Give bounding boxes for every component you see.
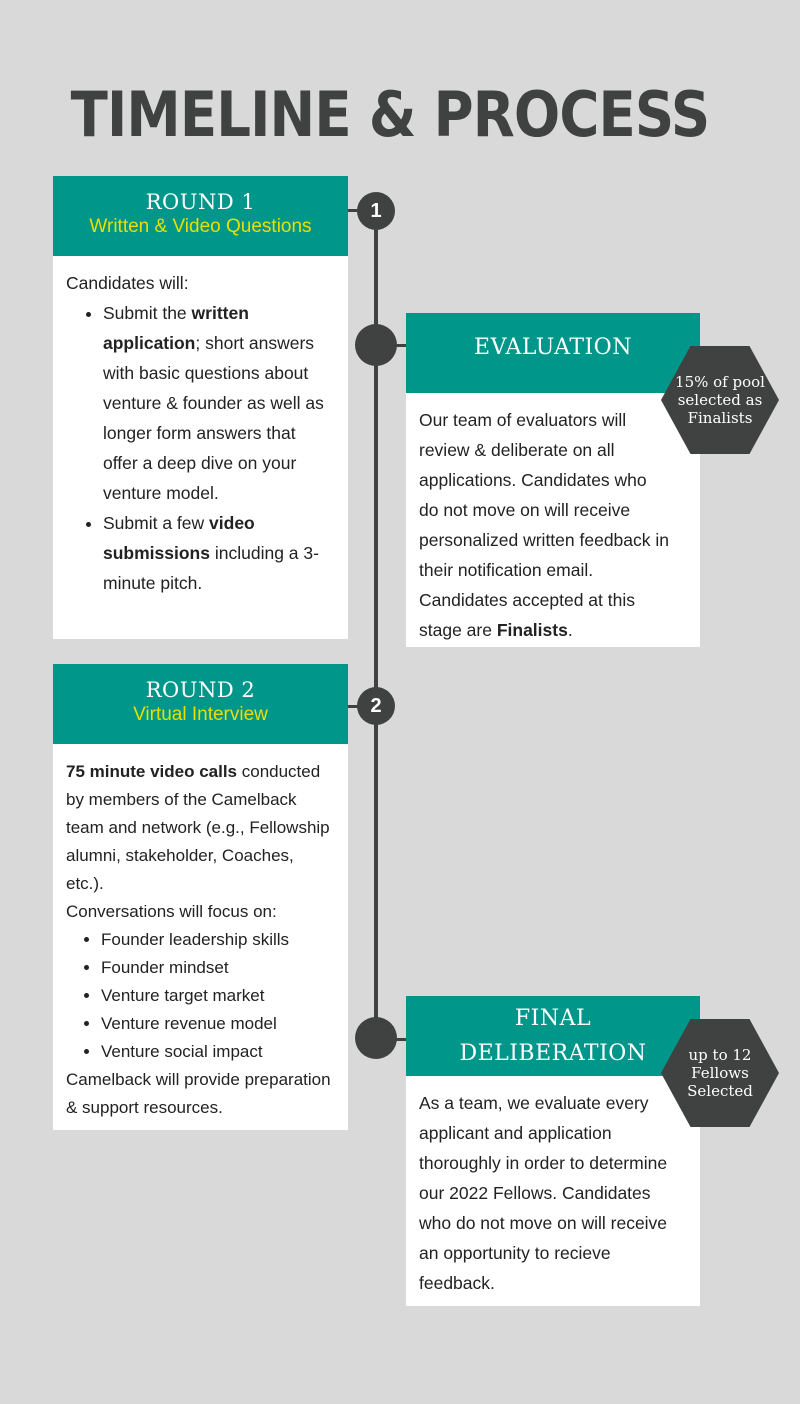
evaluation-card: EVALUATION Our team of evaluators will r… [406,313,700,647]
text-bold: Finalists [496,620,568,640]
text-bold: video submissions [103,513,255,563]
text: Our team of evaluators will review & del… [419,410,670,640]
list-item: Submit the written application; short an… [103,298,335,508]
list-item: Founder mindset [101,954,335,982]
step-1-marker: 1 [357,192,395,230]
round-2-list: Founder leadership skills Founder mindse… [66,926,335,1066]
round-1-heading: ROUND 1 [145,190,256,214]
round-2-subheading: Virtual Interview [133,704,268,725]
list-item: Venture target market [101,982,335,1010]
evaluation-heading: EVALUATION [474,335,632,360]
final-heading-line-2: DELIBERATION [459,1041,647,1066]
round-2-body: 75 minute video calls conducted by membe… [53,744,348,1122]
timeline-line [374,212,378,1042]
final-deliberation-body: As a team, we evaluate every applicant a… [419,1093,668,1293]
list-item: Venture social impact [101,1038,335,1066]
step-2-marker: 2 [357,687,395,725]
evaluation-body: Our team of evaluators will review & del… [406,393,700,645]
round-2-header: ROUND 2 Virtual Interview [53,664,348,744]
round-1-intro: Candidates will: [66,273,189,293]
final-deliberation-card: FINAL DELIBERATION As a team, we evaluat… [406,996,700,1306]
badge-text: 15% of pool selected as Finalists [675,373,765,427]
text-bold: written application [103,303,249,353]
text-bold: 75 minute video calls [66,762,238,781]
round-1-list: Submit the written application; short an… [66,298,335,598]
evaluation-badge: 15% of pool selected as Finalists [661,346,779,454]
final-deliberation-marker [355,1017,397,1059]
page-title: TIMELINE & PROCESS [70,78,711,151]
round-1-card: ROUND 1 Written & Video Questions Candid… [53,176,348,639]
badge-text: up to 12 Fellows Selected [687,1046,753,1100]
text: Submit the [103,303,192,323]
text: . [567,620,573,640]
list-item: Founder leadership skills [101,926,335,954]
evaluation-header: EVALUATION [406,313,700,393]
text: conducted by members of the Camelback te… [66,762,330,893]
final-badge: up to 12 Fellows Selected [661,1019,779,1127]
final-heading-line-1: FINAL [514,1006,592,1031]
list-item: Submit a few video submissions including… [103,508,335,598]
evaluation-marker [355,324,397,366]
round-1-subheading: Written & Video Questions [89,216,312,237]
text: including a 3-minute pitch. [103,543,319,593]
round-2-card: ROUND 2 Virtual Interview 75 minute vide… [53,664,348,1130]
round-2-intro: 75 minute video calls conducted by membe… [66,758,335,898]
round-2-focus: Conversations will focus on: [66,902,277,921]
round-2-closing: Camelback will provide preparation & sup… [66,1070,331,1117]
final-deliberation-header: FINAL DELIBERATION [406,996,700,1076]
round-1-body: Candidates will: Submit the written appl… [53,256,348,598]
round-1-header: ROUND 1 Written & Video Questions [53,176,348,256]
text: Submit a few [103,513,210,533]
text: ; short answers with basic questions abo… [103,333,324,503]
list-item: Venture revenue model [101,1010,335,1038]
round-2-heading: ROUND 2 [145,678,256,702]
